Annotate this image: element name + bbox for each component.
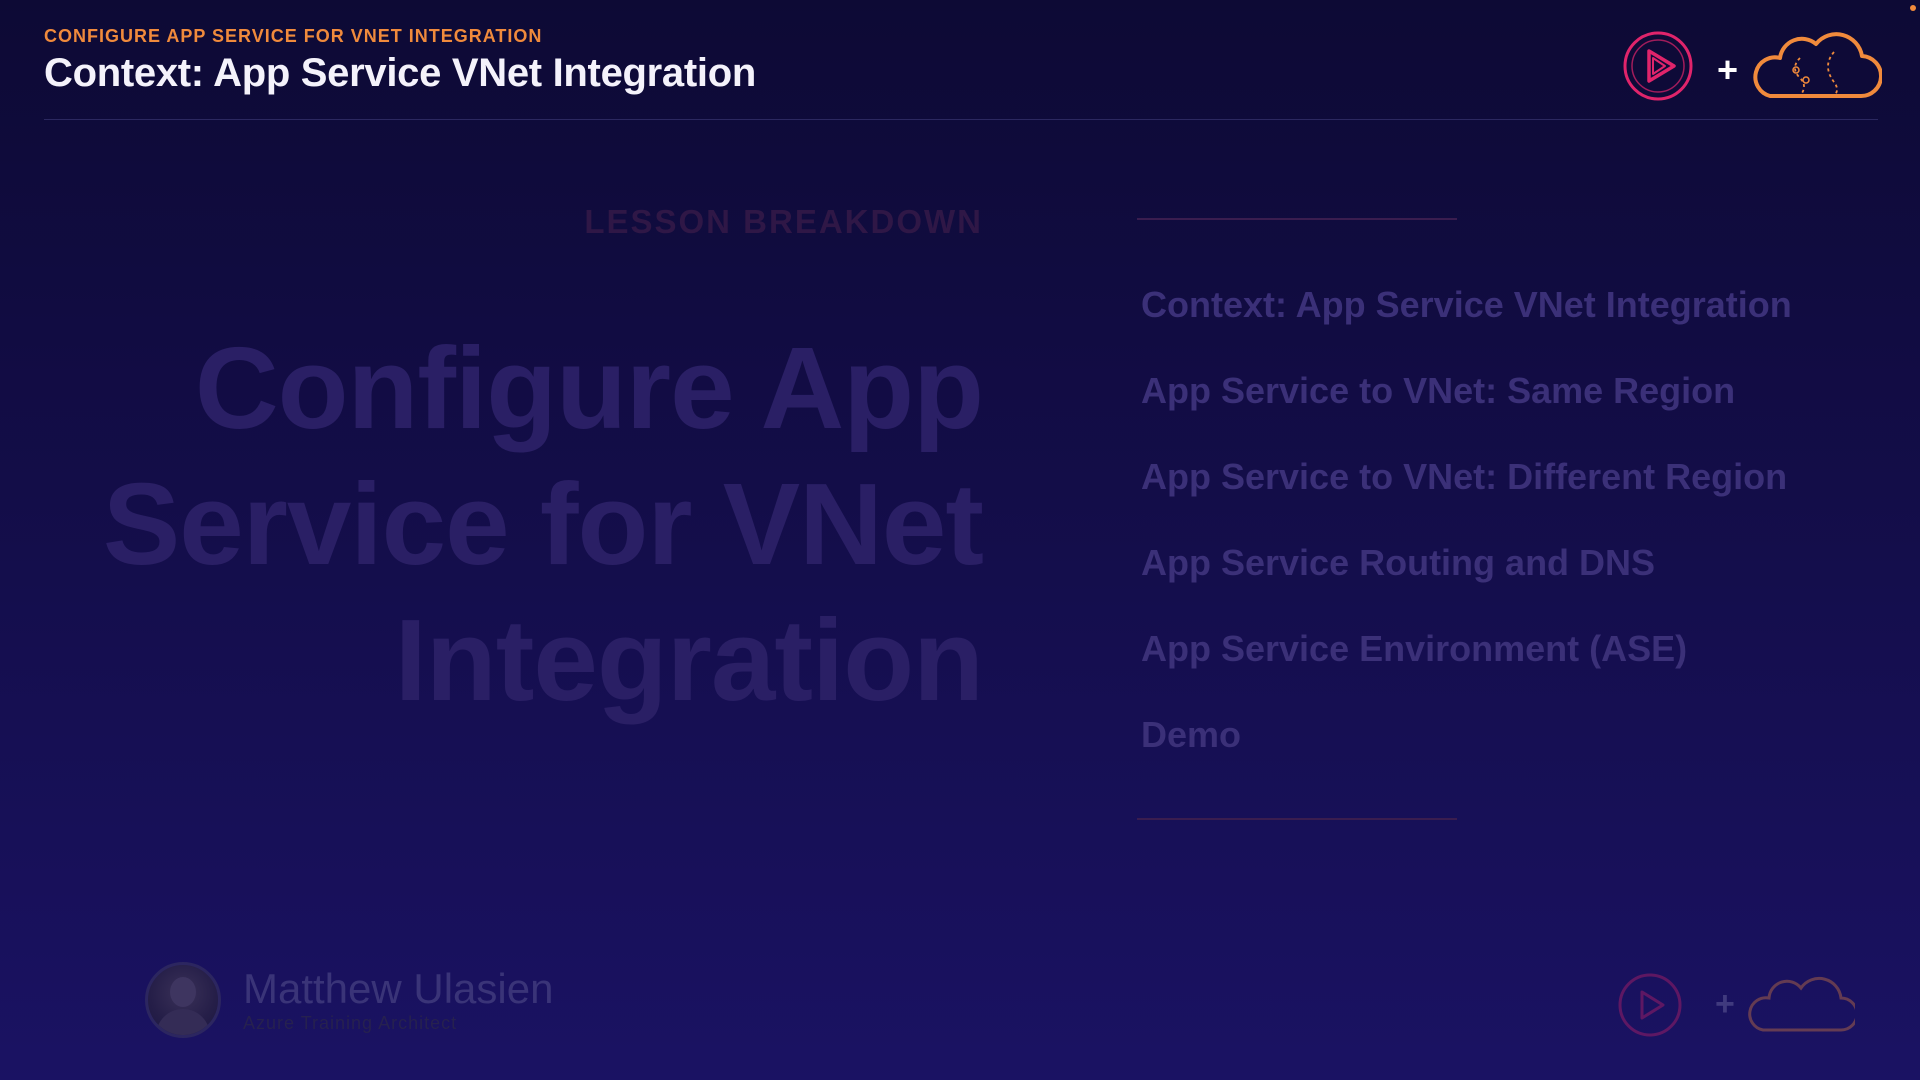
slide-header: CONFIGURE APP SERVICE FOR VNET INTEGRATI… <box>44 24 756 98</box>
presenter-name: Matthew Ulasien <box>243 965 554 1012</box>
course-eyebrow: CONFIGURE APP SERVICE FOR VNET INTEGRATI… <box>44 26 543 46</box>
pluralsight-play-icon <box>1623 31 1693 101</box>
background-slide-title: Configure App Service for VNet Integrati… <box>102 323 984 725</box>
background-cloud-logo-icon <box>1748 977 1855 1032</box>
presenter-info: Matthew Ulasien Azure Training Architect <box>243 966 553 1034</box>
cloud-logo-icon <box>1753 32 1882 99</box>
presenter-card: Matthew Ulasien Azure Training Architect <box>145 962 553 1038</box>
background-plus-icon: + <box>1715 985 1735 1023</box>
lesson-breakdown-label: LESSON BREAKDOWN <box>584 203 983 240</box>
presenter-role: Azure Training Architect <box>243 1013 458 1033</box>
agenda-item: App Service Routing and DNS <box>1141 542 1656 583</box>
agenda-bottom-divider <box>1137 818 1457 820</box>
plus-icon: + <box>1717 49 1738 90</box>
corner-indicator <box>1910 5 1916 11</box>
avatar <box>145 962 221 1038</box>
header-divider <box>44 119 1878 120</box>
agenda-item: App Service to VNet: Same Region <box>1141 370 1736 411</box>
background-logos: + <box>1618 973 1855 1037</box>
agenda-item: App Service Environment (ASE) <box>1141 628 1688 669</box>
agenda-list: Context: App Service VNet Integration Ap… <box>1141 282 1792 798</box>
agenda-item: App Service to VNet: Different Region <box>1141 456 1788 497</box>
page-title: Context: App Service VNet Integration <box>44 51 756 95</box>
agenda-item: Context: App Service VNet Integration <box>1141 284 1792 325</box>
agenda-item: Demo <box>1141 714 1242 755</box>
agenda-top-divider <box>1137 218 1457 220</box>
brand-logos: + <box>1623 31 1882 101</box>
background-pluralsight-play-icon <box>1618 973 1682 1037</box>
